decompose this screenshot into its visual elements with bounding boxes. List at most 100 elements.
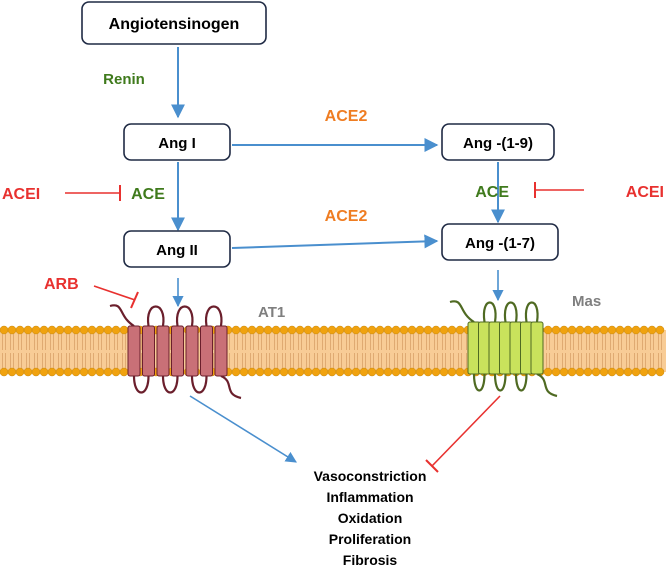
effect-item: Oxidation xyxy=(337,510,403,526)
lipid-head-top xyxy=(431,325,441,335)
lipid-tail-bottom xyxy=(298,353,302,369)
cell-membrane xyxy=(0,325,666,377)
lipid-tail-bottom xyxy=(610,353,614,369)
lipid-head-bottom xyxy=(319,367,329,377)
lipid-tail-top xyxy=(74,334,78,350)
lipid-tail-bottom xyxy=(74,353,78,369)
lipid-head-bottom xyxy=(631,367,641,377)
lipid-head-bottom xyxy=(55,367,65,377)
lipid-head-top xyxy=(327,325,337,335)
lipid-tail-bottom xyxy=(546,353,550,369)
lipid-tail-bottom xyxy=(290,353,294,369)
lipid-head-top xyxy=(455,325,465,335)
lipid-tail-top xyxy=(242,334,246,350)
lipid-head-bottom xyxy=(231,367,241,377)
ace2-bottom-label: ACE2 xyxy=(325,208,368,225)
lipid-tail-top xyxy=(370,334,374,350)
lipid-tail-bottom xyxy=(362,353,366,369)
lipid-tail-bottom xyxy=(458,353,462,369)
lipid-tail-top xyxy=(554,334,558,350)
lipid-tail-bottom xyxy=(570,353,574,369)
lipid-head-top xyxy=(583,325,593,335)
lipid-head-bottom xyxy=(391,367,401,377)
lipid-tail-top xyxy=(306,334,310,350)
lipid-tail-top xyxy=(546,334,550,350)
lipid-head-top xyxy=(7,325,17,335)
lipid-tail-top xyxy=(258,334,262,350)
receptor-loop xyxy=(514,373,528,392)
lipid-head-top xyxy=(351,325,361,335)
lipid-tail-top xyxy=(378,334,382,350)
lipid-tail-bottom xyxy=(378,353,382,369)
lipid-tail-bottom xyxy=(42,353,46,369)
lipid-tail-bottom xyxy=(282,353,286,369)
lipid-tail-top xyxy=(410,334,414,350)
lipid-tail-top xyxy=(82,334,86,350)
lipid-head-bottom xyxy=(39,367,49,377)
lipid-tail-top xyxy=(90,334,94,350)
lipid-head-bottom xyxy=(543,367,553,377)
lipid-tail-bottom xyxy=(258,353,262,369)
ang2-label: Ang II xyxy=(156,242,198,259)
lipid-tail-bottom xyxy=(50,353,54,369)
lipid-head-top xyxy=(47,325,57,335)
lipid-tail-bottom xyxy=(106,353,110,369)
lipid-tail-top xyxy=(626,334,630,350)
lipid-tail-bottom xyxy=(634,353,638,369)
lipid-tail-top xyxy=(26,334,30,350)
lipid-head-bottom xyxy=(287,367,297,377)
lipid-tail-bottom xyxy=(418,353,422,369)
lipid-head-top xyxy=(551,325,561,335)
lipid-tail-top xyxy=(66,334,70,350)
lipid-tail-top xyxy=(98,334,102,350)
at1-receptor xyxy=(109,304,242,400)
lipid-tail-top xyxy=(562,334,566,350)
lipid-head-bottom xyxy=(607,367,617,377)
lipid-head-bottom xyxy=(623,367,633,377)
receptor-loop xyxy=(175,305,194,327)
node-ang1: Ang I xyxy=(123,123,231,161)
receptor-helix xyxy=(214,325,228,377)
arrow-at1-to-effects xyxy=(189,395,297,463)
lipid-tail-top xyxy=(290,334,294,350)
lipid-tail-top xyxy=(34,334,38,350)
lipid-tail-top xyxy=(314,334,318,350)
lipid-tail-bottom xyxy=(2,353,6,369)
lipid-head-bottom xyxy=(583,367,593,377)
lipid-tail-top xyxy=(354,334,358,350)
effect-item: Vasoconstriction xyxy=(313,468,427,484)
lipid-head-top xyxy=(599,325,609,335)
lipid-head-bottom xyxy=(271,367,281,377)
lipid-head-top xyxy=(239,325,249,335)
lipid-tail-bottom xyxy=(26,353,30,369)
receptor-helix xyxy=(142,325,155,377)
lipid-tail-top xyxy=(602,334,606,350)
lipid-head-bottom xyxy=(343,367,353,377)
receptor-helix xyxy=(127,325,141,377)
lipid-head-bottom xyxy=(439,367,449,377)
receptor-loop xyxy=(161,375,179,394)
lipid-head-bottom xyxy=(111,367,121,377)
lipid-tail-bottom xyxy=(18,353,22,369)
lipid-tail-bottom xyxy=(562,353,566,369)
lipid-head-bottom xyxy=(255,367,265,377)
node-ang19: Ang -(1-9) xyxy=(441,123,555,161)
lipid-tail-top xyxy=(434,334,438,350)
effect-item: Inflammation xyxy=(326,489,414,505)
lipid-tail-top xyxy=(362,334,366,350)
lipid-head-bottom xyxy=(31,367,41,377)
receptor-loop xyxy=(472,373,486,392)
lipid-tail-bottom xyxy=(234,353,238,369)
lipid-head-bottom xyxy=(567,367,577,377)
lipid-tail-top xyxy=(394,334,398,350)
lipid-tail-bottom xyxy=(578,353,582,369)
lipid-head-bottom xyxy=(431,367,441,377)
lipid-tail-top xyxy=(426,334,430,350)
renin-label: Renin xyxy=(103,71,145,88)
lipid-head-top xyxy=(575,325,585,335)
at1-label: AT1 xyxy=(258,304,285,321)
lipid-head-bottom xyxy=(247,367,257,377)
lipid-head-top xyxy=(367,325,377,335)
